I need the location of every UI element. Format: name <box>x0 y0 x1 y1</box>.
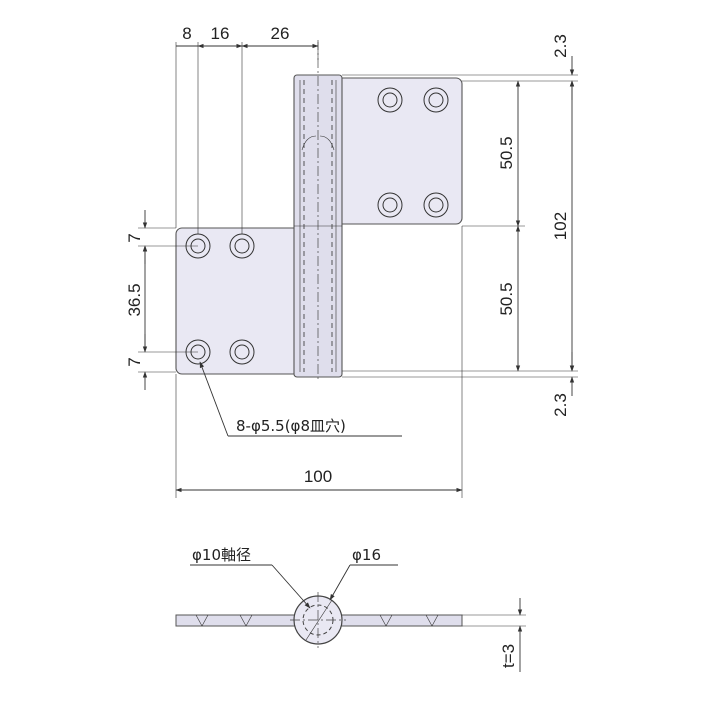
hole <box>423 192 449 218</box>
hole-callout: 8-φ5.5(φ8皿穴) <box>236 417 346 435</box>
front-view: 8 16 26 2.3 50.5 102 50.5 2.3 <box>125 24 578 498</box>
side-view: φ10軸径 φ16 t=3 <box>175 546 526 672</box>
dim-width: 100 <box>304 467 332 486</box>
side-leaf-left <box>175 614 299 627</box>
thickness-dim: t=3 <box>499 644 518 668</box>
dim-upper-gap: 2.3 <box>551 34 570 58</box>
hole <box>229 339 255 365</box>
dim-left-pitch: 36.5 <box>125 283 144 316</box>
dim-upper-half: 50.5 <box>497 136 516 169</box>
dim-total-height: 102 <box>551 212 570 240</box>
dim-left-bottom-offset: 7 <box>125 357 144 366</box>
hole <box>377 192 403 218</box>
dim-lower-gap: 2.3 <box>551 393 570 417</box>
dim-top-16: 16 <box>211 24 230 43</box>
dim-lower-half: 50.5 <box>497 282 516 315</box>
dim-top-26: 26 <box>271 24 290 43</box>
dim-left-top-offset: 7 <box>125 233 144 242</box>
hole <box>229 233 255 259</box>
hole <box>377 87 403 113</box>
knuckle-callout: φ16 <box>352 546 381 564</box>
side-leaf-right <box>337 614 463 627</box>
hole <box>423 87 449 113</box>
dim-top-8: 8 <box>182 24 191 43</box>
shaft-callout: φ10軸径 <box>192 546 251 564</box>
